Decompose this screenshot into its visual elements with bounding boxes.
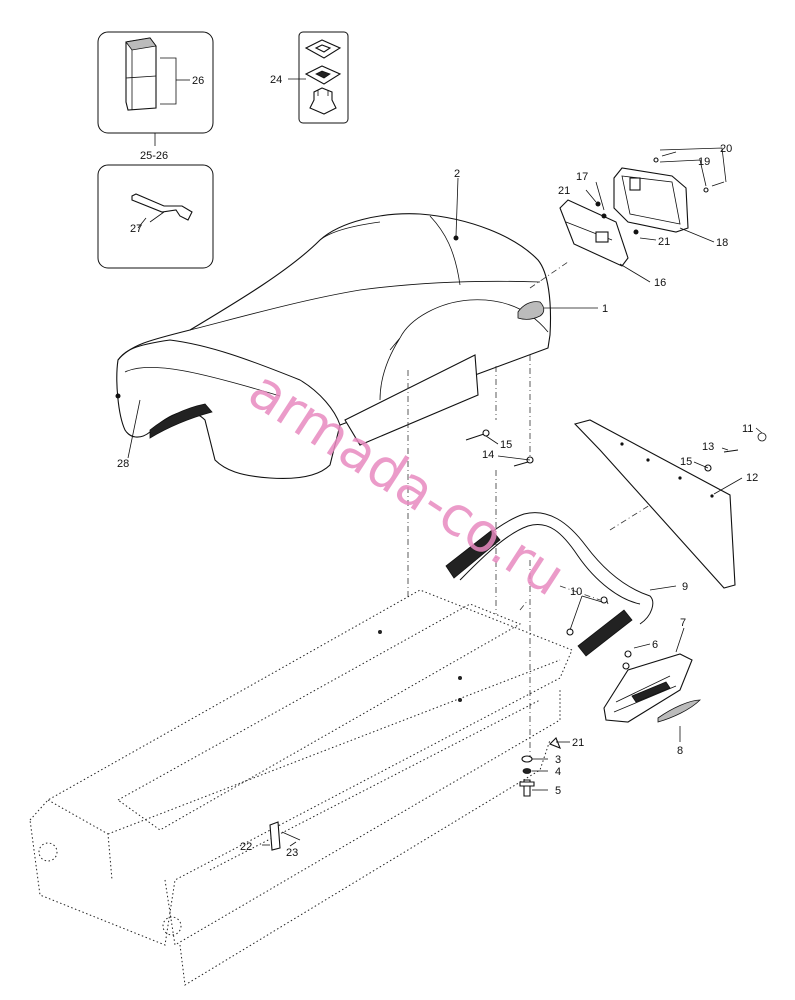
tunnel (29, 589, 573, 986)
callout-1: 1 (602, 303, 608, 315)
callout-3: 3 (555, 754, 561, 766)
callout-labels: 1 2 3 4 5 6 7 8 9 10 11 12 13 14 15 15 1… (117, 74, 758, 859)
taillight-assembly (529, 151, 725, 289)
inset-label-25-26: 25-26 (140, 150, 168, 162)
callout-7: 7 (680, 617, 686, 629)
callout-13: 13 (702, 441, 714, 453)
callout-21-left: 21 (558, 185, 570, 197)
callout-9: 9 (682, 581, 688, 593)
callout-11: 11 (742, 423, 753, 435)
callout-22: 22 (240, 841, 252, 853)
callout-27: 27 (130, 223, 142, 235)
callout-24: 24 (270, 74, 282, 86)
callout-15-flap: 15 (680, 456, 692, 468)
callout-6: 6 (652, 639, 658, 651)
callout-17: 17 (576, 171, 588, 183)
callout-23: 23 (286, 847, 298, 859)
callout-5: 5 (555, 785, 561, 797)
callout-8: 8 (677, 745, 683, 757)
snow-flap (573, 419, 767, 589)
callout-19: 19 (698, 156, 710, 168)
callout-2: 2 (454, 168, 460, 180)
callout-10: 10 (570, 586, 582, 598)
callout-20: 20 (720, 143, 732, 155)
seat (115, 213, 551, 479)
callout-26: 26 (192, 75, 204, 87)
callout-28: 28 (117, 458, 129, 470)
inset-kit-25-26 (97, 31, 214, 146)
callout-21-right: 21 (658, 236, 670, 248)
callout-12: 12 (746, 472, 758, 484)
rear-step (603, 650, 701, 723)
leader-lines (127, 147, 763, 847)
grab-handle (445, 512, 654, 657)
callout-16: 16 (654, 277, 666, 289)
callout-15-seat: 15 (500, 439, 512, 451)
inset-part-24 (288, 31, 349, 124)
callout-21-bottom: 21 (572, 737, 584, 749)
callout-14: 14 (482, 449, 494, 461)
callout-4: 4 (555, 766, 561, 778)
callout-18: 18 (716, 237, 728, 249)
inset-part-27 (97, 164, 214, 269)
